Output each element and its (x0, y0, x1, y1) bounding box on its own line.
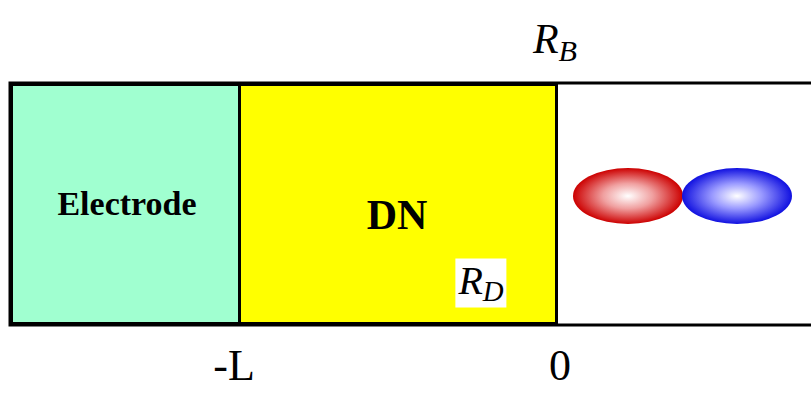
blue-lobe (682, 168, 792, 224)
electrode-label: Electrode (57, 187, 196, 221)
outer-frame (10, 83, 811, 325)
position-label: 0 (549, 344, 571, 388)
dn-box: DN RD (238, 83, 558, 325)
position-label: -L (213, 344, 255, 388)
resistance-label: RB (533, 18, 577, 66)
dn-label: DN (367, 194, 428, 236)
red-lobe (573, 168, 683, 224)
electrode-box: Electrode (10, 83, 241, 325)
resistance-label: RD (455, 259, 506, 308)
